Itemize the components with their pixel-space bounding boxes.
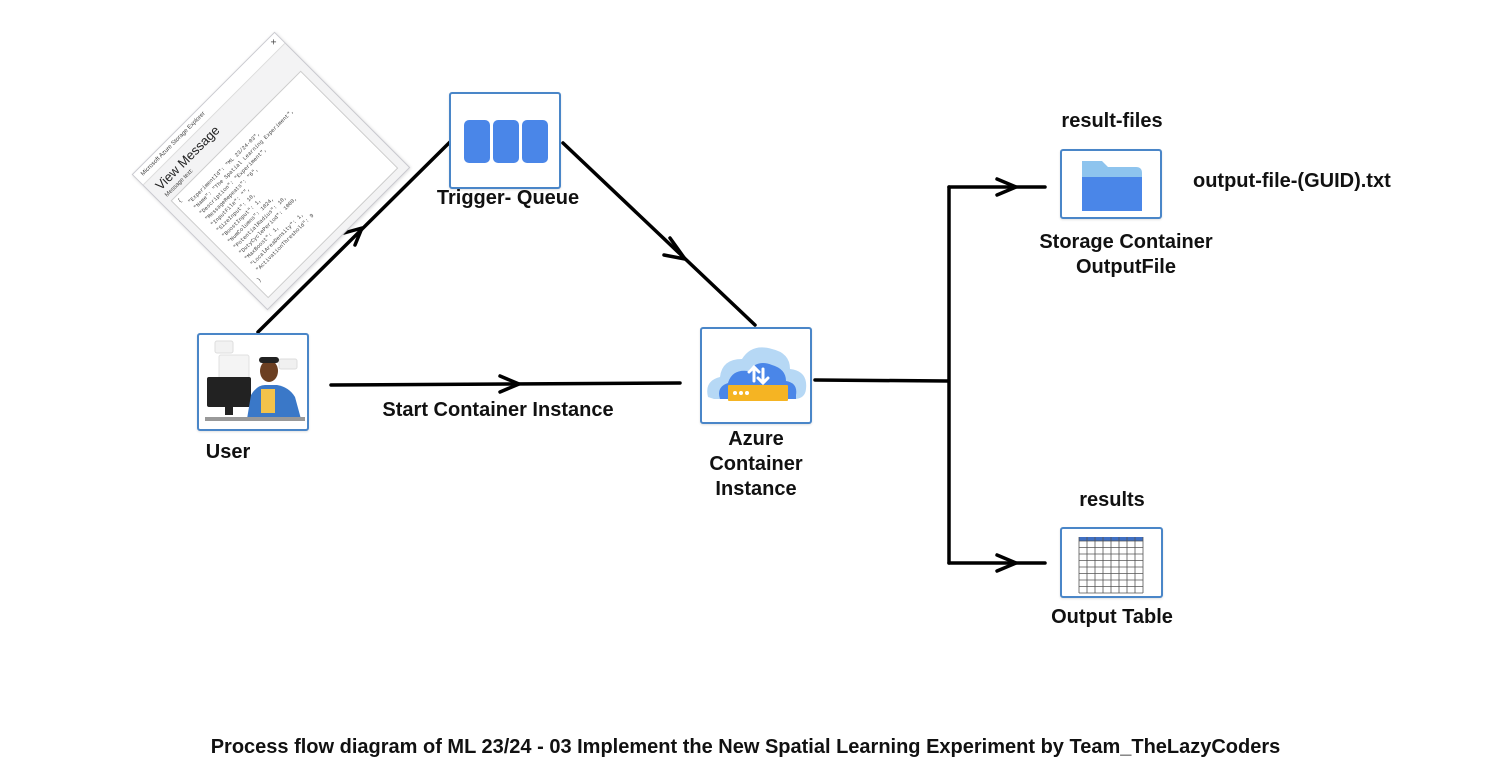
arrowhead-to-storage [995, 177, 1018, 197]
table-title: results [1079, 489, 1145, 511]
trigger-queue-node [449, 92, 561, 189]
arrowhead-to-table [995, 553, 1018, 573]
queue-icon [464, 120, 548, 163]
table-label: Output Table [1051, 606, 1173, 628]
aci-label-line-3: Instance [715, 478, 797, 500]
storage-node [1060, 149, 1162, 219]
folder-icon [1082, 161, 1142, 211]
arrowhead-user-to-queue [342, 226, 364, 247]
edge-aci-to-split [813, 378, 950, 383]
arrowhead-queue-to-aci [662, 236, 687, 261]
user-label: User [205, 441, 251, 463]
aci-label-line-2: Container [709, 453, 803, 475]
output-file-label: output-file-(GUID).txt [1193, 170, 1391, 192]
aci-label-line-1: Azure [728, 428, 784, 450]
start-container-label: Start Container Instance [382, 399, 614, 421]
table-grid-icon [1078, 537, 1144, 594]
edge-user-to-queue [256, 140, 452, 334]
edge-queue-to-aci [561, 141, 757, 327]
storage-label-line-1: Storage Container [1039, 231, 1213, 253]
user-illustration-icon [205, 340, 305, 421]
arrowhead-user-to-aci [498, 374, 521, 394]
user-node [197, 333, 309, 431]
aci-node [700, 327, 812, 424]
edge-user-to-aci [329, 381, 682, 387]
storage-label-line-2: OutputFile [1076, 256, 1176, 278]
trigger-queue-label: Trigger- Queue [436, 187, 580, 209]
close-icon[interactable]: ✕ [269, 38, 279, 48]
diagram-caption: Process flow diagram of ML 23/24 - 03 Im… [210, 736, 1281, 758]
storage-title: result-files [1061, 110, 1163, 132]
table-node [1060, 527, 1163, 598]
cloud-container-icon [707, 347, 807, 401]
